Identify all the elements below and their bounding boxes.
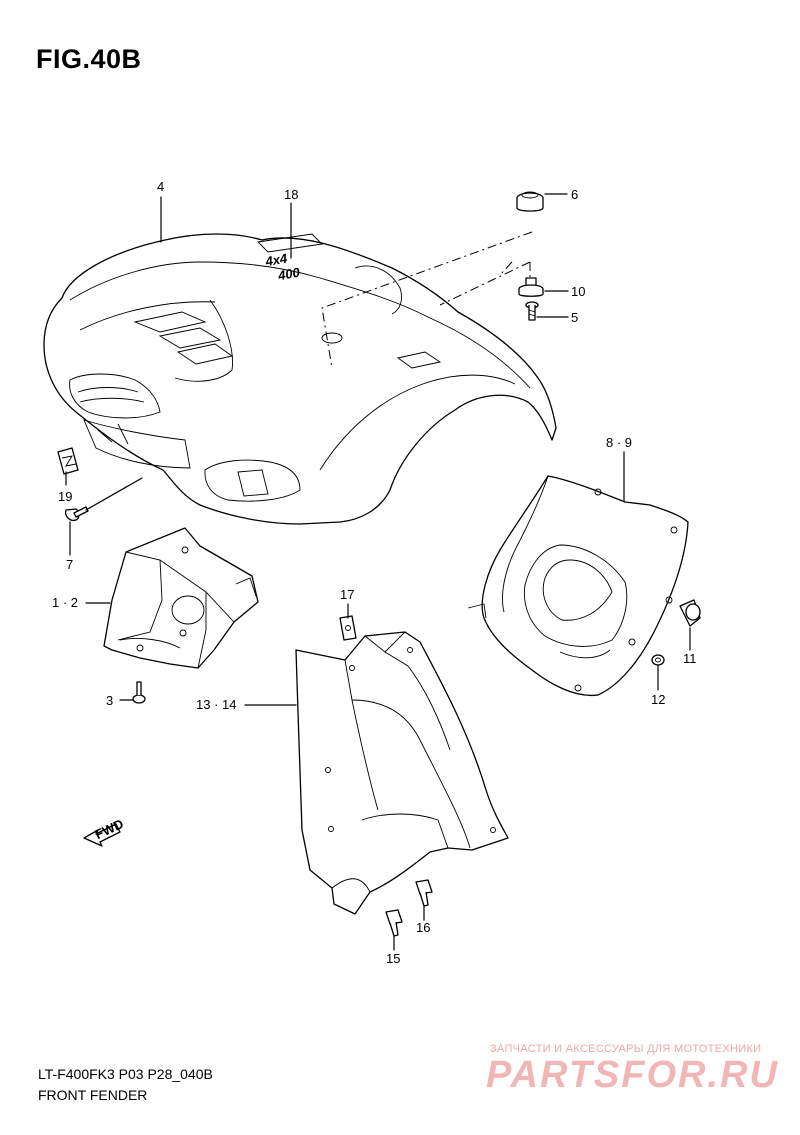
callout-16: 16: [416, 920, 430, 935]
part-screw-3[interactable]: [132, 681, 146, 704]
leader-lines: [65, 193, 691, 951]
part-screw-5[interactable]: [525, 301, 539, 321]
callout-19: 19: [58, 489, 72, 504]
part-rivet-15[interactable]: [385, 909, 403, 937]
callout-3: 3: [106, 693, 113, 708]
watermark-tagline: ЗАПЧАСТИ И АКСЕССУАРЫ ДЛЯ МОТОТЕХНИКИ: [490, 1043, 762, 1055]
fwd-label: FWD: [93, 816, 126, 842]
watermark-logo: PARTSFOR.RU: [486, 1054, 779, 1096]
part-collar[interactable]: [518, 277, 544, 297]
part-screw-7[interactable]: [64, 506, 89, 522]
figure-title: FIG.40B: [36, 44, 142, 74]
callout-15: 15: [386, 951, 400, 966]
callout-1-2: 1 · 2: [52, 595, 78, 610]
part-mud-guard[interactable]: [295, 631, 509, 915]
callout-18: 18: [284, 187, 298, 202]
callout-6: 6: [571, 187, 578, 202]
part-rivet-16[interactable]: [415, 879, 433, 907]
part-emblem[interactable]: [57, 447, 79, 475]
part-washer-12[interactable]: [651, 654, 665, 666]
part-clip-nut-17[interactable]: [339, 615, 357, 641]
callout-12: 12: [651, 692, 665, 707]
callout-4: 4: [157, 179, 164, 194]
part-front-fender[interactable]: [43, 233, 557, 525]
assembly-lines: [321, 231, 533, 369]
model-code: LT-F400FK3 P03 P28_040B: [38, 1066, 213, 1082]
forward-direction-arrow: FWD: [83, 816, 126, 847]
decal-4x4-on-fender: 4x4 400: [263, 250, 302, 283]
part-side-panel-right[interactable]: [467, 475, 689, 697]
callout-17: 17: [340, 587, 354, 602]
callout-13-14: 13 · 14: [196, 697, 236, 712]
callout-11: 11: [683, 651, 697, 666]
callout-labels: 4 18 6 10 5 19 7 8 · 9 1 · 2 17 11 12 3 …: [52, 179, 697, 966]
callout-10: 10: [571, 284, 585, 299]
part-inner-fender-left[interactable]: [103, 527, 259, 669]
decal-sub-text: 400: [276, 264, 302, 283]
decal-main-text: 4x4: [263, 250, 289, 269]
part-grommet[interactable]: [516, 191, 544, 212]
callout-8-9: 8 · 9: [606, 435, 632, 450]
part-bolt-11[interactable]: [679, 599, 701, 627]
callout-7: 7: [66, 557, 73, 572]
callout-5: 5: [571, 310, 578, 325]
section-name: FRONT FENDER: [38, 1087, 148, 1103]
